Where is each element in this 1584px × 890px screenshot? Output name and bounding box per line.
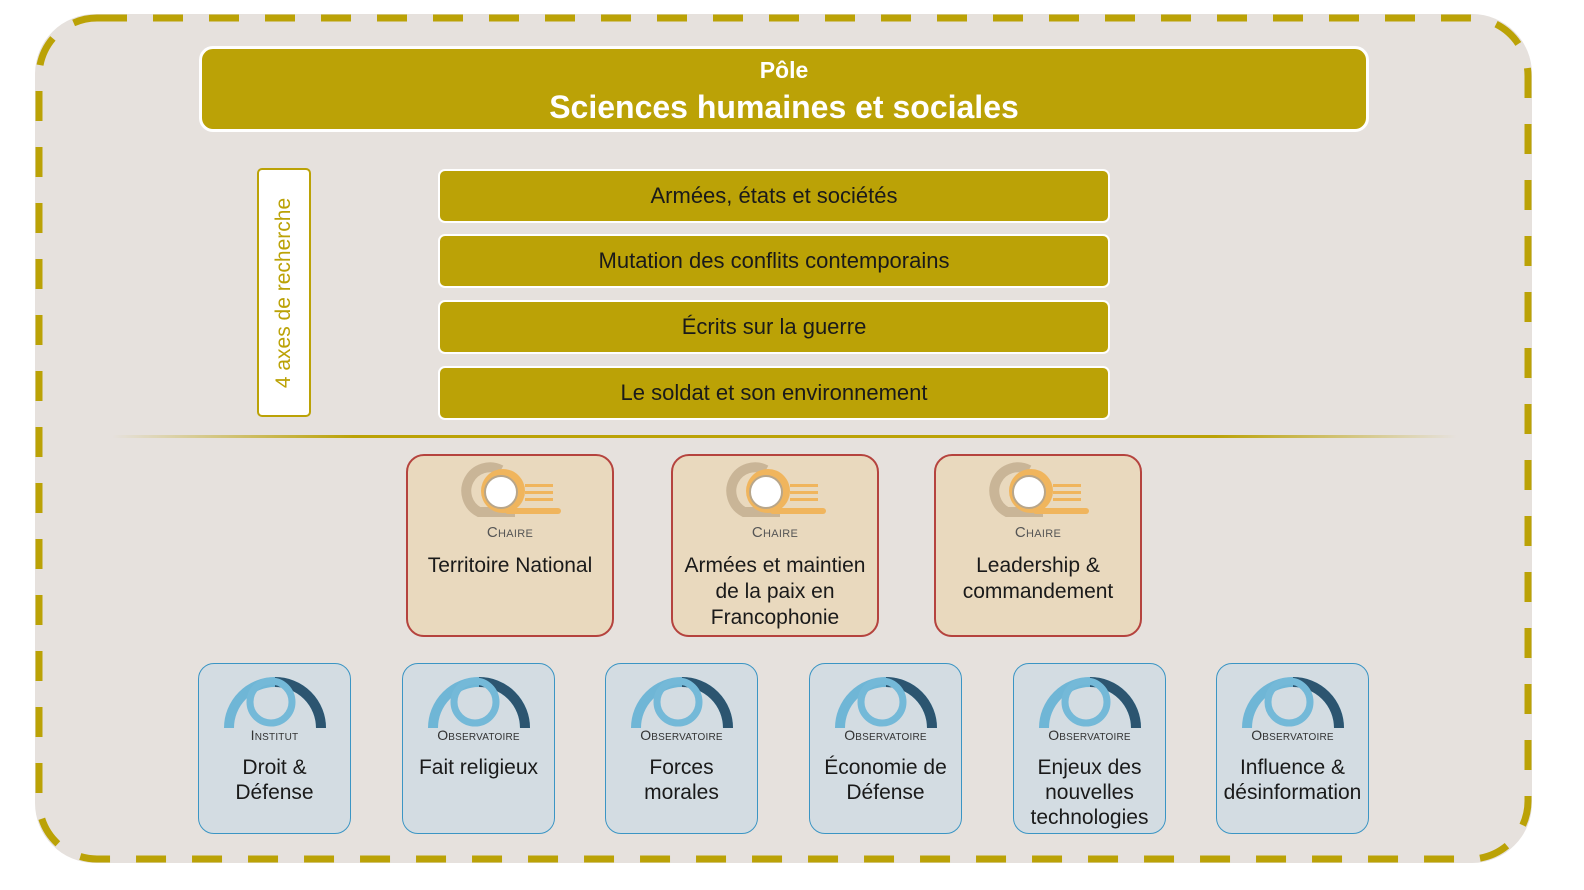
observatory-name: Enjeux des nouvelles technologies: [1030, 756, 1149, 829]
chaire-kind: Chaire: [1014, 524, 1062, 541]
observatory-logo-icon: [428, 677, 530, 729]
chaire-name: Territoire National: [427, 554, 593, 577]
pole-header: Pôle Sciences humaines et sociales: [199, 46, 1369, 132]
chaire-card: Chaire Armées et maintien de la paix en …: [671, 454, 879, 637]
header-pre-title: Pôle: [759, 57, 809, 83]
header-title: Sciences humaines et sociales: [549, 89, 1019, 125]
observatory-card: Observatoire Fait religieux: [402, 663, 555, 834]
chaire-card: Chaire Leadership & commandement: [934, 454, 1142, 637]
observatory-card: Observatoire Forces morales: [605, 663, 758, 834]
observatory-kind: Observatoire: [1048, 727, 1131, 743]
observatory-card: Institut Droit & Défense: [198, 663, 351, 834]
chaire-logo-icon: [989, 462, 1089, 517]
observatory-card: Observatoire Économie de Défense: [809, 663, 962, 834]
chaire-kind: Chaire: [486, 524, 534, 541]
axes-label-box: 4 axes de recherche: [257, 168, 311, 417]
observatory-logo-icon: [1039, 677, 1141, 729]
chaire-name: Leadership & commandement: [962, 554, 1114, 603]
observatory-name: Économie de Défense: [824, 756, 947, 804]
observatory-name: Forces morales: [644, 756, 719, 804]
observatory-name: Influence & désinformation: [1223, 756, 1362, 804]
observatory-name: Fait religieux: [418, 756, 539, 779]
research-axis-2: Mutation des conflits contemporains: [438, 234, 1110, 288]
observatory-logo-icon: [1242, 677, 1344, 729]
research-axis-1: Armées, états et sociétés: [438, 169, 1110, 223]
observatory-card: Observatoire Enjeux des nouvelles techno…: [1013, 663, 1166, 834]
observatory-card: Observatoire Influence & désinformation: [1216, 663, 1369, 834]
research-axis-4: Le soldat et son environnement: [438, 366, 1110, 420]
chaire-kind: Chaire: [751, 524, 799, 541]
observatory-kind: Observatoire: [640, 727, 723, 743]
observatory-kind: Observatoire: [1251, 727, 1334, 743]
axes-label: 4 axes de recherche: [272, 197, 295, 388]
chaire-logo-icon: [726, 462, 826, 517]
section-divider: [112, 435, 1457, 438]
observatory-kind: Institut: [250, 727, 299, 743]
chaire-logo-icon: [461, 462, 561, 517]
observatory-kind: Observatoire: [437, 727, 520, 743]
observatory-logo-icon: [631, 677, 733, 729]
chaire-name: Armées et maintien de la paix en Francop…: [684, 554, 866, 629]
observatory-name: Droit & Défense: [235, 756, 314, 804]
research-axis-3: Écrits sur la guerre: [438, 300, 1110, 354]
chaire-card: Chaire Territoire National: [406, 454, 614, 637]
observatory-kind: Observatoire: [844, 727, 927, 743]
observatory-logo-icon: [835, 677, 937, 729]
observatory-logo-icon: [224, 677, 326, 729]
